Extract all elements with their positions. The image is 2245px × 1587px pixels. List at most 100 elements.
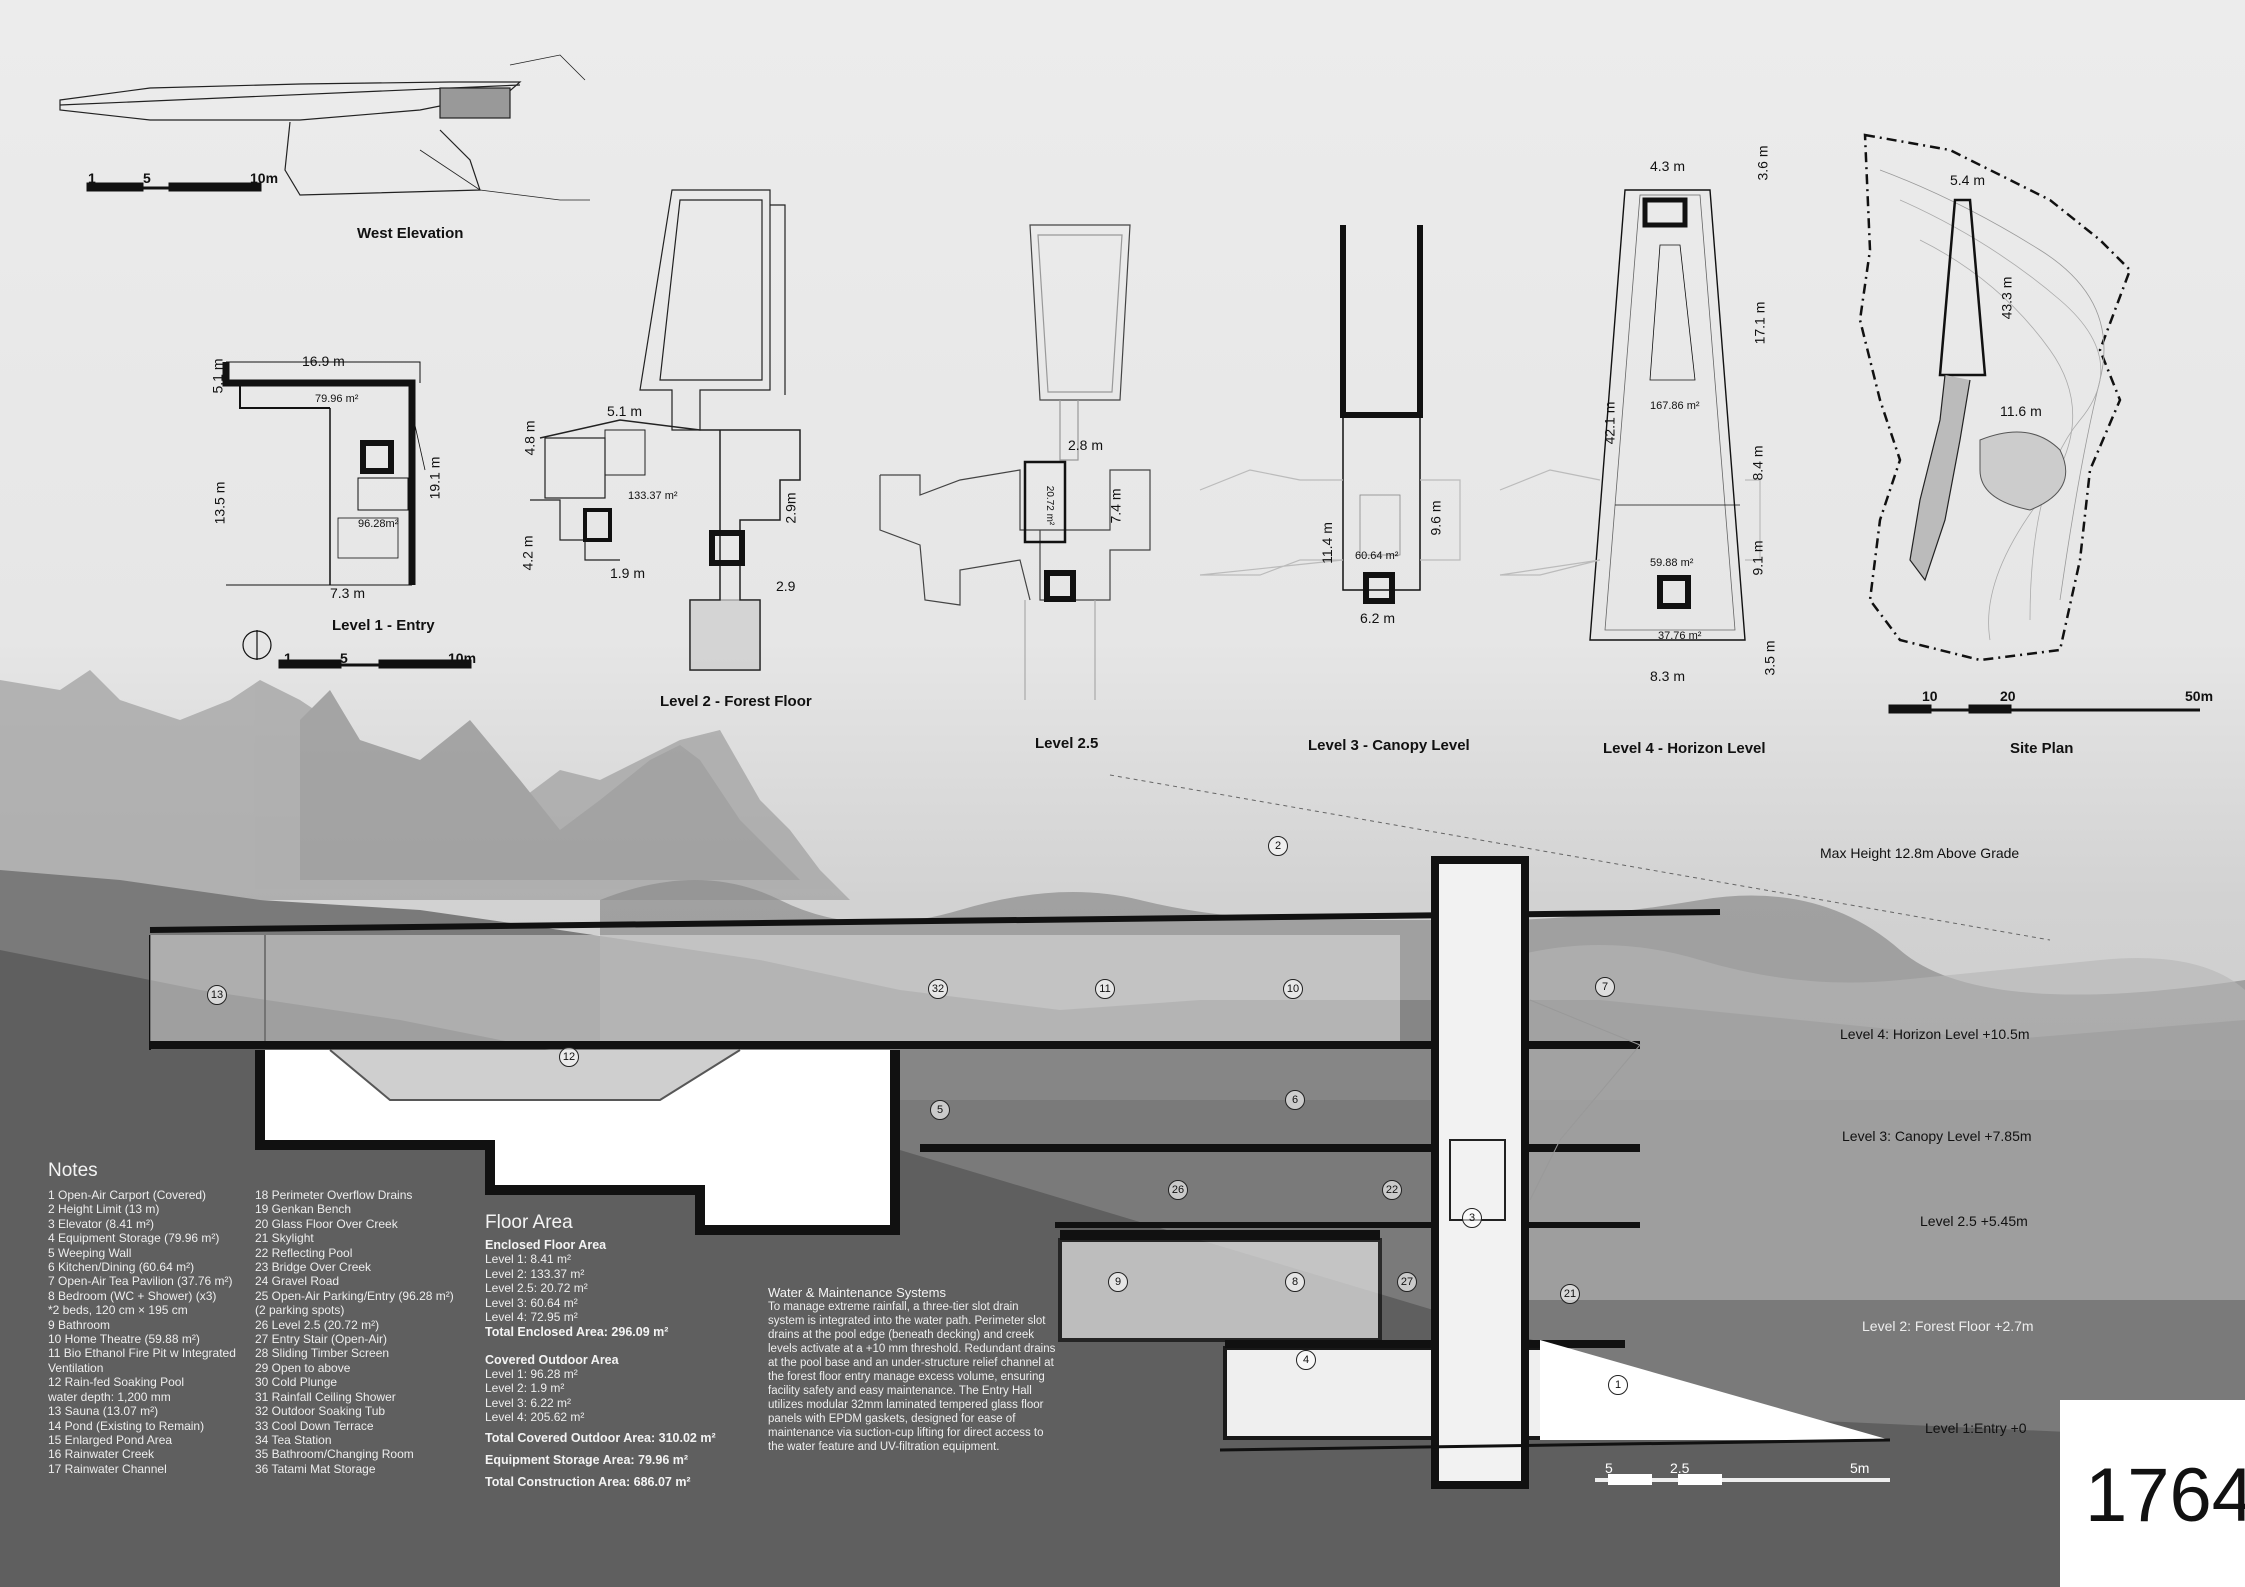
note-item: 20 Glass Floor Over Creek: [255, 1216, 398, 1231]
title-level-2: Level 2 - Forest Floor: [660, 693, 812, 710]
title-level-2-5: Level 2.5: [1035, 735, 1099, 752]
note-item: 33 Cool Down Terrace: [255, 1418, 374, 1433]
note-item: 17 Rainwater Channel: [48, 1461, 167, 1476]
floor-area-block: Floor Area Enclosed Floor Area Level 1: …: [485, 1212, 716, 1489]
title-west-elevation: West Elevation: [357, 225, 464, 242]
title-site-plan: Site Plan: [2010, 740, 2074, 757]
tag-12: 12: [559, 1047, 579, 1067]
dim-l2-d: 1.9 m: [610, 565, 646, 581]
area-l4-a: 167.86 m²: [1650, 400, 1700, 412]
note-item: 1 Open-Air Carport (Covered): [48, 1188, 207, 1202]
covered-title: Covered Outdoor Area: [485, 1352, 619, 1367]
note-item: 8 Bedroom (WC + Shower) (x3): [48, 1288, 217, 1303]
note-item: 22 Reflecting Pool: [255, 1245, 353, 1260]
dim-l2-c: 4.2 m: [519, 535, 536, 571]
tag-8: 8: [1285, 1272, 1305, 1292]
note-item: 15 Enlarged Pond Area: [48, 1432, 173, 1447]
note-item: 34 Tea Station: [255, 1432, 332, 1447]
dim-l4-f: 9.1 m: [1749, 540, 1766, 576]
note-item: 23 Bridge Over Creek: [255, 1260, 372, 1275]
note-item: 12 Rain-fed Soaking Pool: [48, 1375, 185, 1390]
dim-l2-f: 2.9: [776, 578, 796, 594]
tag-1: 1: [1608, 1375, 1628, 1395]
entry-id: 1764: [2085, 1453, 2245, 1538]
scale-bar-section: [1595, 1474, 1890, 1485]
dim-l2-a: 5.1 m: [607, 403, 643, 419]
note-item: 35 Bathroom/Changing Room: [255, 1447, 414, 1462]
covered-item: Level 1: 96.28 m²: [485, 1366, 578, 1381]
scale-b-5: 5: [340, 650, 348, 666]
water-maintenance-block: Water & Maintenance Systems To manage ex…: [768, 1285, 1058, 1454]
construction-total: Total Construction Area: 686.07 m²: [485, 1474, 691, 1489]
note-item: 11 Bio Ethanol Fire Pit w Integrated: [48, 1346, 236, 1361]
note-item: 9 Bathroom: [48, 1317, 111, 1332]
note-item: Ventilation: [48, 1360, 104, 1375]
equipment-total: Equipment Storage Area: 79.96 m²: [485, 1452, 689, 1467]
dim-l4-h: 8.3 m: [1650, 668, 1686, 684]
plan-level-3: [1199, 225, 1461, 604]
tag-4: 4: [1296, 1350, 1316, 1370]
dim-l1-bottom: 7.3 m: [330, 585, 366, 601]
tag-26: 26: [1168, 1180, 1188, 1200]
note-item: 10 Home Theatre (59.88 m²): [48, 1332, 200, 1347]
note-item: 18 Perimeter Overflow Drains: [255, 1188, 413, 1202]
dim-l1-left: 13.5 m: [211, 481, 228, 525]
scale-section-5m: 5m: [1850, 1460, 1870, 1476]
dim-l4-g: 3.5 m: [1761, 640, 1778, 676]
scale-b-10: 10m: [448, 650, 477, 666]
tag-6: 6: [1285, 1090, 1305, 1110]
enclosed-item: Level 3: 60.64 m²: [485, 1295, 578, 1310]
water-title: Water & Maintenance Systems: [768, 1285, 946, 1300]
note-item: 26 Level 2.5 (20.72 m²): [255, 1317, 380, 1332]
area-l25: 20.72 m²: [1044, 485, 1056, 526]
plan-level-2: [530, 189, 801, 671]
area-l4-c: 37.76 m²: [1658, 630, 1702, 642]
dim-l1-right: 19.1 m: [426, 456, 443, 500]
west-elevation: [59, 54, 590, 201]
dim-l4-c: 17.1 m: [1751, 301, 1768, 345]
covered-total: Total Covered Outdoor Area: 310.02 m²: [485, 1430, 716, 1445]
enclosed-item: Level 2: 133.37 m²: [485, 1266, 585, 1281]
dim-l3-c: 6.2 m: [1360, 610, 1396, 626]
entry-id-box: [2060, 1400, 2245, 1587]
tag-22: 22: [1382, 1180, 1402, 1200]
dim-l25-b: 7.4 m: [1107, 488, 1124, 524]
note-item: 3 Elevator (8.41 m²): [48, 1216, 155, 1231]
note-item: 19 Genkan Bench: [255, 1202, 352, 1217]
dim-l4-b: 3.6 m: [1754, 145, 1771, 181]
note-item: 16 Rainwater Creek: [48, 1447, 155, 1462]
dim-l25-a: 2.8 m: [1068, 437, 1104, 453]
scale-section-5a: 5: [1605, 1460, 1613, 1476]
covered-item: Level 2: 1.9 m²: [485, 1381, 565, 1395]
note-item: 30 Cold Plunge: [255, 1375, 338, 1390]
dim-site-a: 5.4 m: [1950, 172, 1986, 188]
tag-21: 21: [1560, 1284, 1580, 1304]
scale-a-1: 1: [88, 170, 96, 186]
section-drawing: [149, 774, 2051, 1489]
water-body: To manage extreme rainfall, a three-tier…: [768, 1301, 1056, 1453]
scale-section-2-5: 2.5: [1670, 1460, 1690, 1476]
dim-l4-d: 42.1 m: [1601, 401, 1618, 445]
dim-l2-b: 4.8 m: [521, 420, 538, 456]
note-item: 24 Gravel Road: [255, 1274, 340, 1289]
note-item: *2 beds, 120 cm × 195 cm: [48, 1303, 188, 1318]
area-l4-b: 59.88 m²: [1650, 557, 1694, 569]
note-item: 4 Equipment Storage (79.96 m²): [48, 1231, 220, 1246]
plan-level-4: [1499, 189, 1761, 641]
area-l2: 133.37 m²: [628, 490, 678, 502]
level-1-label: Level 1:Entry +0: [1925, 1420, 2027, 1436]
scale-bar-site: [1888, 704, 2200, 714]
scale-a-5: 5: [143, 170, 151, 186]
scale-b-1: 1: [284, 650, 292, 666]
note-item: 13 Sauna (13.07 m²): [48, 1404, 159, 1419]
scale-a-10: 10m: [250, 170, 279, 186]
scale-site-10: 10: [1922, 688, 1938, 704]
area-l3: 60.64 m²: [1355, 550, 1399, 562]
dim-site-c: 11.6 m: [2000, 403, 2042, 419]
note-item: 21 Skylight: [255, 1231, 314, 1246]
note-item: 29 Open to above: [255, 1360, 351, 1375]
title-level-3: Level 3 - Canopy Level: [1308, 737, 1470, 754]
dim-l2-e: 2.9m: [782, 492, 799, 524]
dim-l1-width: 16.9 m: [302, 353, 345, 369]
note-item: 7 Open-Air Tea Pavilion (37.76 m²): [48, 1274, 233, 1289]
